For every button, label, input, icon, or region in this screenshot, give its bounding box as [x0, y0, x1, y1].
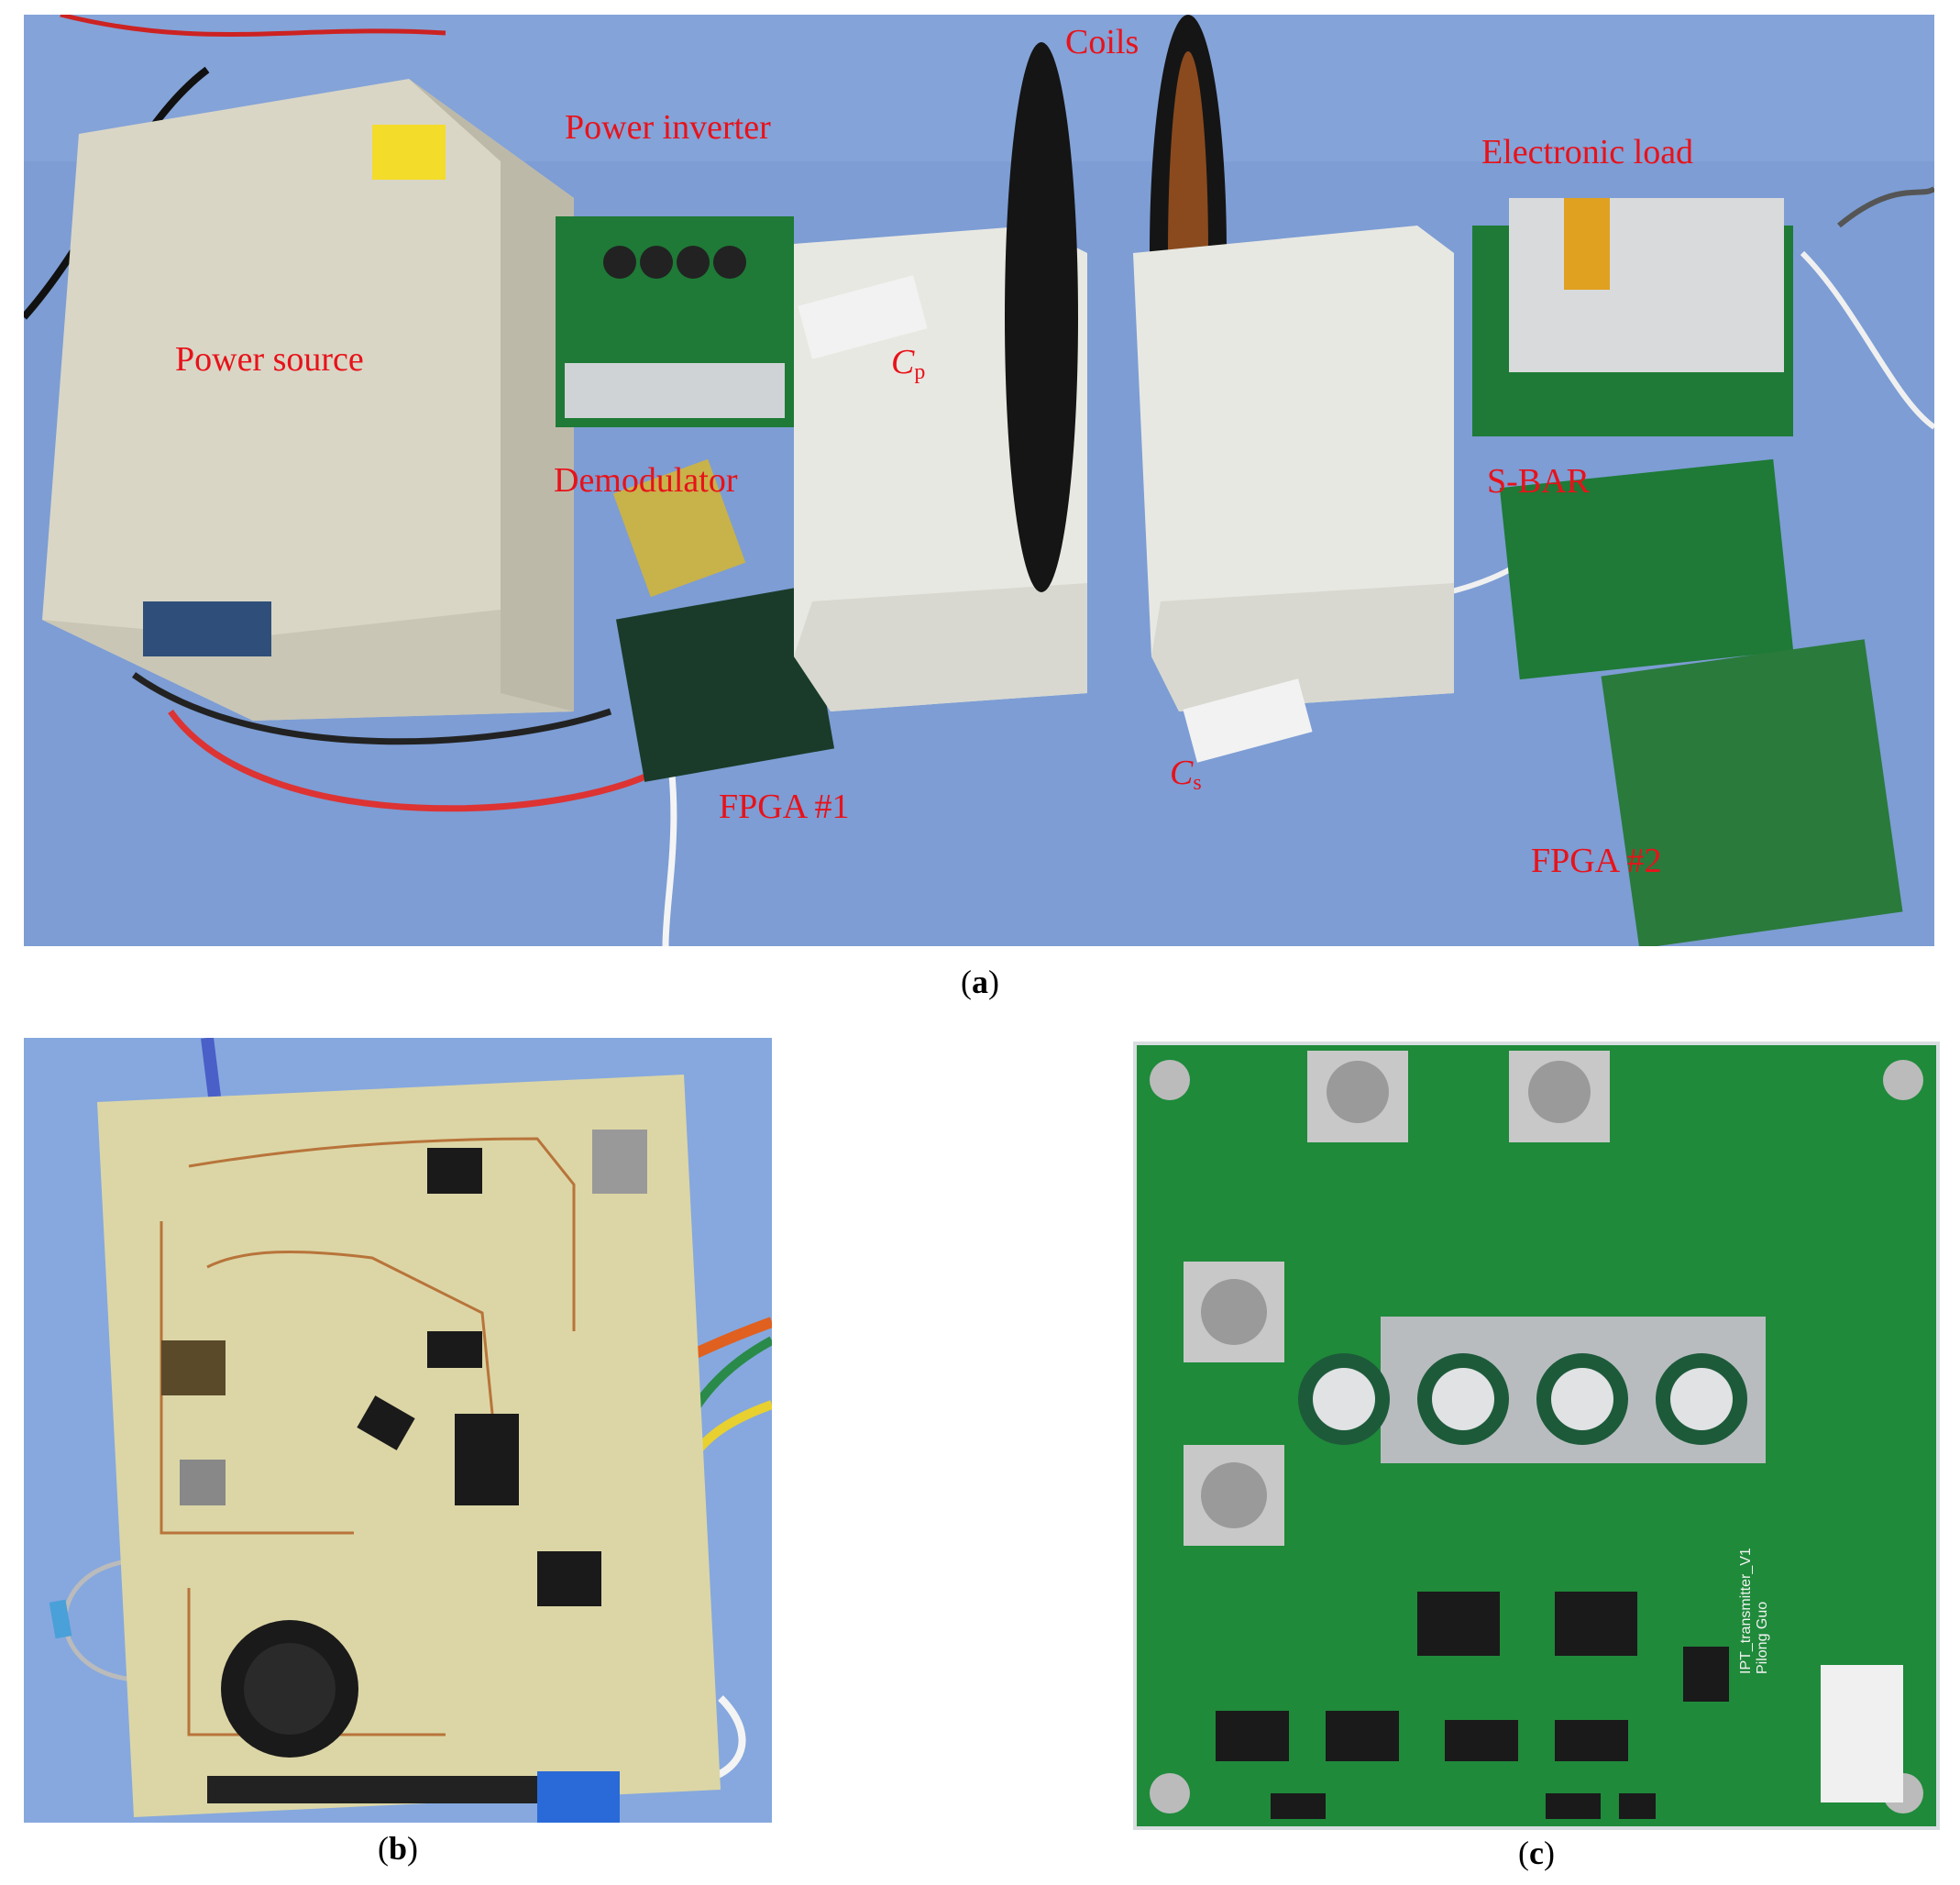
label-electronic-load: Electronic load	[1481, 133, 1694, 171]
fpga-2-board	[1601, 639, 1903, 946]
photo-panel-c: IPT_transmitter_V1 Pilong Guo	[1133, 1042, 1940, 1830]
cp-subscript: p	[914, 360, 926, 384]
cp-capacitor-bank	[798, 275, 928, 359]
s-bar-board	[1499, 458, 1794, 680]
ic-4	[1326, 1711, 1399, 1761]
electronic-load-unit	[1472, 198, 1793, 436]
power-inverter-closeup-photo	[1133, 1042, 1940, 1830]
caption-b: (b)	[377, 1830, 419, 1867]
photo-panel-b	[24, 1038, 772, 1823]
cs-capacitor-bank	[1183, 678, 1313, 763]
regulator	[1683, 1647, 1729, 1702]
fpga-1-board	[615, 586, 835, 782]
label-fpga-1: FPGA #1	[719, 788, 850, 826]
pcb-silkscreen-line1: IPT_transmitter_V1	[1738, 1548, 1754, 1674]
label-coils: Coils	[1065, 23, 1140, 61]
ic-6	[1555, 1720, 1628, 1761]
ic-3	[455, 1414, 519, 1505]
cs-subscript: s	[1193, 771, 1202, 795]
cp-symbol: C	[891, 343, 915, 381]
label-demodulator: Demodulator	[554, 461, 738, 500]
photo-panel-a: Power source Power inverter Coils Cp Ele…	[24, 15, 1934, 946]
solder-pad-2	[180, 1460, 226, 1505]
label-fpga-2: FPGA #2	[1531, 842, 1662, 880]
experimental-setup-photo	[24, 15, 1934, 946]
ic-3	[1216, 1711, 1289, 1761]
caption-c: (c)	[1518, 1835, 1555, 1871]
label-pad	[1821, 1665, 1903, 1802]
demodulator-board	[612, 458, 746, 598]
driver-ic-1	[1417, 1592, 1500, 1656]
ic-2	[427, 1331, 482, 1368]
ic-1	[427, 1148, 482, 1194]
potentiometer	[537, 1771, 620, 1823]
label-power-inverter: Power inverter	[565, 108, 771, 147]
demodulator-closeup-photo	[24, 1038, 772, 1823]
label-s-bar: S-BAR	[1487, 462, 1590, 501]
label-cp: Cp	[891, 345, 925, 383]
power-inverter-board	[556, 216, 794, 427]
power-source-unit	[42, 79, 574, 721]
label-cs: Cs	[1170, 755, 1202, 794]
secondary-enclosure	[1133, 226, 1454, 711]
capacitor-bank	[1298, 1353, 1747, 1445]
ic-5	[1445, 1720, 1518, 1761]
caption-a: (a)	[961, 964, 999, 1000]
solder-pad-1	[161, 1340, 226, 1395]
solder-pad-3	[592, 1130, 647, 1194]
label-power-source: Power source	[175, 340, 364, 379]
cs-symbol: C	[1170, 754, 1194, 792]
primary-coil	[1005, 42, 1078, 592]
pcb-silkscreen-line2: Pilong Guo	[1755, 1601, 1770, 1674]
ic-4	[537, 1551, 601, 1606]
transistor	[357, 1395, 415, 1450]
pcb-silkscreen: IPT_transmitter_V1 Pilong Guo	[1738, 1548, 1771, 1674]
driver-ic-2	[1555, 1592, 1637, 1656]
